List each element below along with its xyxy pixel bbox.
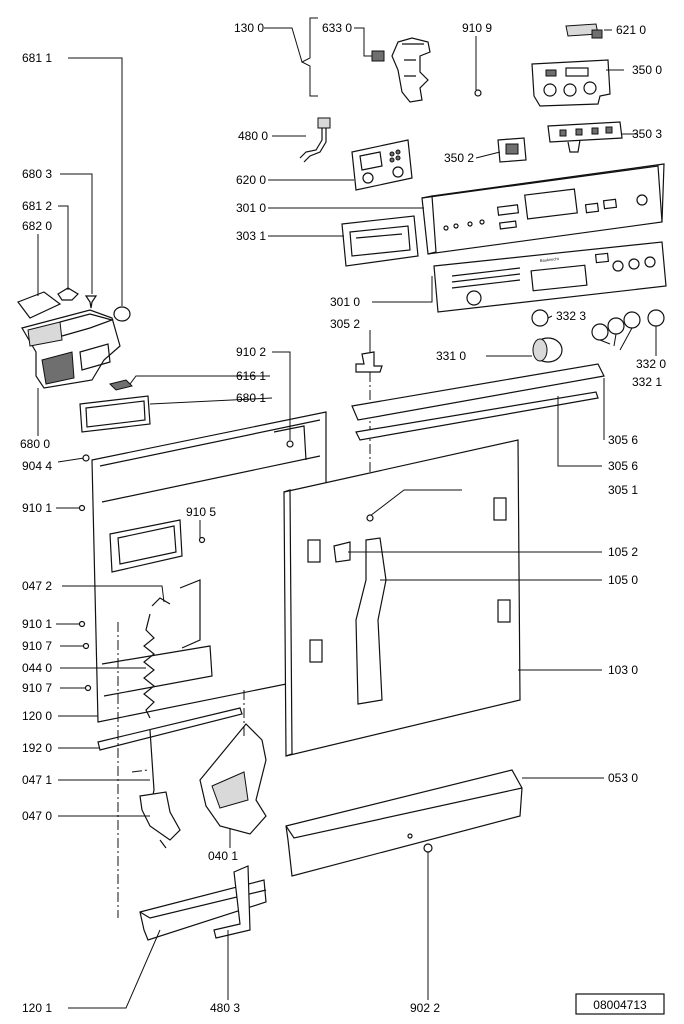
screw-9109 xyxy=(474,89,482,97)
control-panel-3010-upper xyxy=(421,163,665,255)
gasket-6801 xyxy=(79,395,151,433)
hinge-0470 xyxy=(139,729,181,849)
handle-4803 xyxy=(213,865,251,939)
clip-3052 xyxy=(355,351,383,373)
label-1300: 130 0 xyxy=(234,21,264,35)
label-3051: 305 1 xyxy=(608,483,638,497)
control-board-3500 xyxy=(531,59,611,107)
panel-brand-text: Bauknecht xyxy=(540,256,560,263)
reference-box: 08004713 xyxy=(575,993,665,1015)
label-3056-b: 305 6 xyxy=(608,459,638,473)
label-0471: 047 1 xyxy=(22,773,52,787)
reference-number: 08004713 xyxy=(593,998,647,1012)
knobs-3321 xyxy=(531,309,665,341)
label-6803: 680 3 xyxy=(22,167,52,181)
label-0472: 047 2 xyxy=(22,579,52,593)
label-9109: 910 9 xyxy=(462,21,492,35)
label-1050: 105 0 xyxy=(608,573,638,587)
label-9105: 910 5 xyxy=(186,505,216,519)
label-4803: 480 3 xyxy=(210,1001,240,1015)
part-6812 xyxy=(57,287,79,301)
label-9107-a: 910 7 xyxy=(22,639,52,653)
spring-0440 xyxy=(143,597,171,719)
label-9022: 902 2 xyxy=(410,1001,440,1015)
latch-assembly-1300 xyxy=(300,17,431,103)
label-3321: 332 1 xyxy=(632,375,662,389)
label-6811: 681 1 xyxy=(22,51,52,65)
part-6811 xyxy=(113,306,131,322)
electronic-board-6200 xyxy=(351,139,413,191)
label-9107-b: 910 7 xyxy=(22,681,52,695)
label-1052: 105 2 xyxy=(608,545,638,559)
label-4800: 480 0 xyxy=(238,129,268,143)
rails-3056 xyxy=(351,363,605,441)
label-6812: 681 2 xyxy=(22,199,52,213)
label-9101-a: 910 1 xyxy=(22,501,52,515)
label-3320: 332 0 xyxy=(636,357,666,371)
part-6803 xyxy=(84,295,98,309)
leader-lines xyxy=(37,27,657,1009)
label-3031: 303 1 xyxy=(236,229,266,243)
label-6800: 680 0 xyxy=(20,437,50,451)
fascia-panel-3010-lower: Bauknecht xyxy=(433,241,667,313)
label-3323: 332 3 xyxy=(556,309,586,323)
label-3010-upper: 301 0 xyxy=(236,201,266,215)
label-9101-b: 910 1 xyxy=(22,617,52,631)
screws xyxy=(78,454,374,692)
label-3502: 350 2 xyxy=(444,151,474,165)
label-6200: 620 0 xyxy=(236,173,266,187)
cover-3031 xyxy=(341,215,419,267)
label-9102: 910 2 xyxy=(236,345,266,359)
label-6161: 616 1 xyxy=(236,369,266,383)
bracket-0401 xyxy=(199,723,267,835)
label-0401: 040 1 xyxy=(208,849,238,863)
cable-4800 xyxy=(299,117,331,163)
label-6330: 633 0 xyxy=(322,21,352,35)
label-3056-a: 305 6 xyxy=(608,433,638,447)
label-1030: 103 0 xyxy=(608,663,638,677)
label-6820: 682 0 xyxy=(22,219,52,233)
label-3503: 350 3 xyxy=(632,127,662,141)
label-0440: 044 0 xyxy=(22,661,52,675)
label-3310: 331 0 xyxy=(436,349,466,363)
knob-3310 xyxy=(532,337,563,363)
axis-line-hinge xyxy=(131,769,149,773)
part-6210 xyxy=(565,23,603,39)
part-6161 xyxy=(109,379,133,391)
label-3500: 350 0 xyxy=(632,63,662,77)
seal-6820 xyxy=(17,291,62,319)
label-1920: 192 0 xyxy=(22,741,52,755)
bottom-rail-0530 xyxy=(285,769,523,877)
label-3052: 305 2 xyxy=(330,317,360,331)
outer-door-1030 xyxy=(283,439,521,757)
label-3010-lower: 301 0 xyxy=(330,295,360,309)
label-9044: 904 4 xyxy=(22,459,52,473)
label-0470: 047 0 xyxy=(22,809,52,823)
bar-1920 xyxy=(97,707,243,751)
part-labels: 681 1 130 0 633 0 910 9 621 0 350 0 480 … xyxy=(20,21,666,1015)
button-strip-3503 xyxy=(547,121,623,153)
label-0530: 053 0 xyxy=(608,771,638,785)
label-1201: 120 1 xyxy=(22,1001,52,1015)
label-6801: 680 1 xyxy=(236,391,266,405)
label-6210: 621 0 xyxy=(616,23,646,37)
dispenser-6800 xyxy=(21,309,121,389)
block-3502 xyxy=(497,137,527,163)
label-1200: 120 0 xyxy=(22,709,52,723)
